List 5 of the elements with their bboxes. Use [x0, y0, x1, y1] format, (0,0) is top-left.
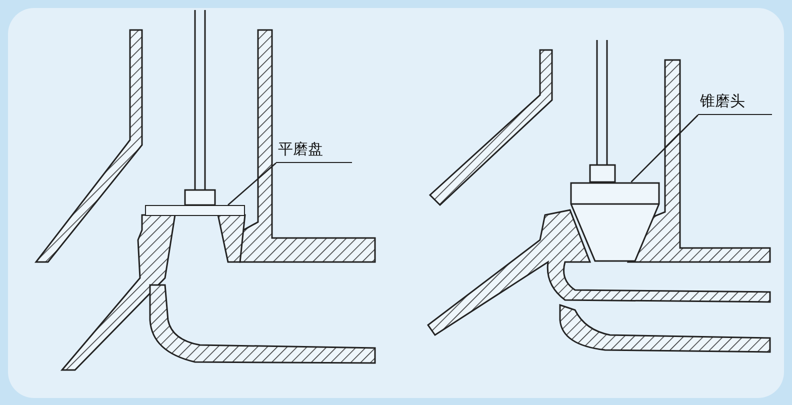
part-label: 锥磨头	[698, 92, 772, 115]
part-label: 平磨盘	[276, 140, 352, 163]
leader-line	[228, 162, 276, 206]
leader-line	[630, 114, 698, 182]
conical-grinding-head	[570, 182, 660, 262]
